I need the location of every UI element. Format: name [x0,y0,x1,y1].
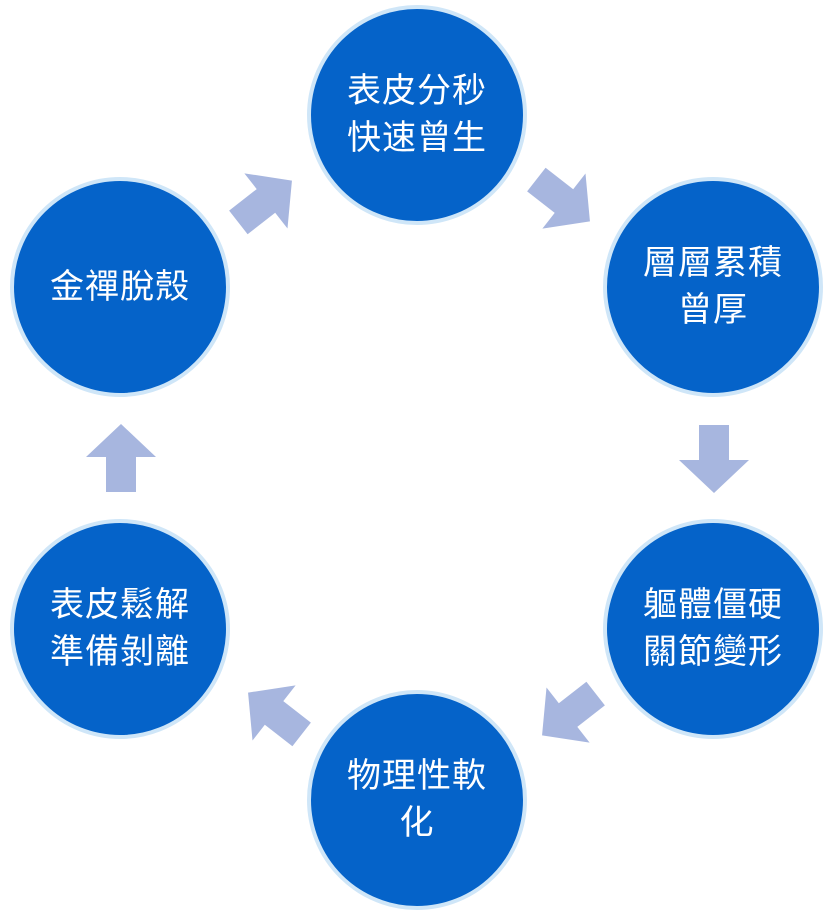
node-upper-left: 金禪脫殼 [10,177,230,397]
node-top: 表皮分秒 快速曾生 [307,5,527,225]
arrow-top-to-upper-right [527,167,590,229]
node-label: 物理性軟 化 [347,756,487,843]
arrow-upper-left-to-top [229,173,292,235]
node-lower-right: 軀體僵硬 關節變形 [603,519,823,739]
node-label: 金禪脫殼 [50,266,190,307]
arrow-lower-left-to-upper-left [86,424,156,492]
arrow-upper-right-to-lower-right [679,425,749,493]
node-label: 表皮鬆解 準備剝離 [50,585,190,672]
node-upper-right: 層層累積 曾厚 [603,177,823,397]
node-label: 表皮分秒 快速曾生 [347,71,487,158]
arrow-lower-right-to-bottom [542,681,605,743]
arrow-bottom-to-lower-left [248,685,311,747]
node-lower-left: 表皮鬆解 準備剝離 [10,519,230,739]
node-label: 層層累積 曾厚 [643,243,783,330]
node-label: 軀體僵硬 關節變形 [643,585,783,672]
node-bottom: 物理性軟 化 [307,690,527,910]
